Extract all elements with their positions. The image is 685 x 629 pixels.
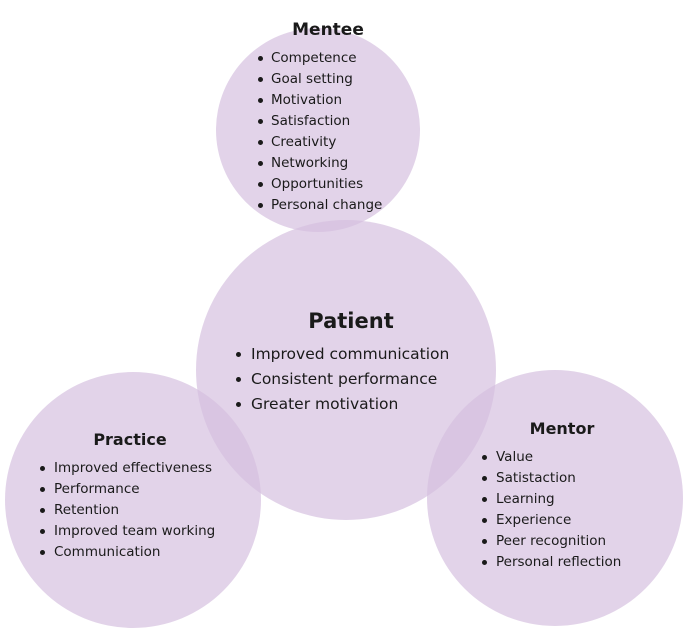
list-item: Improved communication xyxy=(236,342,466,367)
list-item: Communication xyxy=(40,542,230,563)
list-item: Performance xyxy=(40,479,230,500)
list-item: Opportunities xyxy=(258,174,438,195)
list-item: Personal reflection xyxy=(482,552,632,573)
practice-list: Improved effectiveness Performance Reten… xyxy=(40,458,230,563)
list-item: Greater motivation xyxy=(236,392,466,417)
patient-list: Improved communication Consistent perfor… xyxy=(236,342,466,417)
list-item: Satistaction xyxy=(482,468,632,489)
list-item: Motivation xyxy=(258,90,438,111)
list-item: Peer recognition xyxy=(482,531,632,552)
practice-circle xyxy=(5,372,261,628)
mentee-circle xyxy=(216,28,420,232)
practice-title: Practice xyxy=(93,430,167,449)
list-item: Consistent performance xyxy=(236,367,466,392)
mentor-title: Mentor xyxy=(529,419,595,438)
patient-title: Patient xyxy=(308,309,394,333)
list-item: Learning xyxy=(482,489,632,510)
list-item: Creativity xyxy=(258,132,438,153)
list-item: Goal setting xyxy=(258,69,438,90)
list-item: Improved effectiveness xyxy=(40,458,230,479)
list-item: Improved team working xyxy=(40,521,230,542)
mentor-group: Mentor Value Satistaction Learning Exper… xyxy=(482,417,632,573)
mentee-list: Competence Goal setting Motivation Satis… xyxy=(258,48,438,216)
patient-circle xyxy=(196,220,496,520)
patient-group: Patient Improved communication Consisten… xyxy=(236,306,466,417)
list-item: Competence xyxy=(258,48,438,69)
list-item: Retention xyxy=(40,500,230,521)
practice-group: Practice Improved effectiveness Performa… xyxy=(40,428,230,563)
mentee-title: Mentee xyxy=(292,20,364,40)
list-item: Experience xyxy=(482,510,632,531)
mentee-group: Mentee Competence Goal setting Motivatio… xyxy=(258,18,438,216)
list-item: Value xyxy=(482,447,632,468)
mentor-list: Value Satistaction Learning Experience P… xyxy=(482,447,632,573)
mentor-circle xyxy=(427,370,683,626)
list-item: Networking xyxy=(258,153,438,174)
list-item: Satisfaction xyxy=(258,111,438,132)
list-item: Personal change xyxy=(258,195,438,216)
